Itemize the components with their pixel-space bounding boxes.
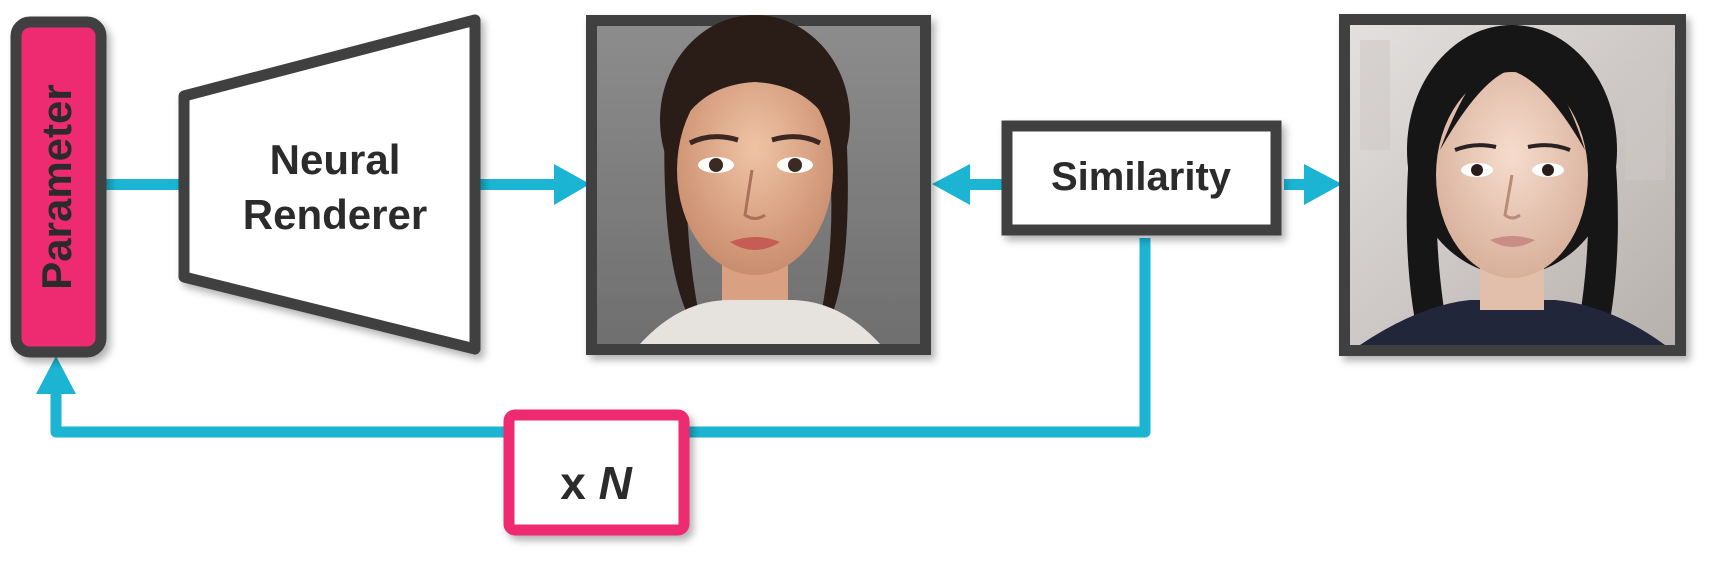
parameter-box bbox=[10, 16, 107, 358]
neural-renderer-block bbox=[178, 14, 481, 355]
rendered-face-image bbox=[586, 15, 931, 355]
similarity-to-render-line bbox=[967, 179, 1003, 190]
iteration-label: x N bbox=[560, 457, 632, 509]
renderer-to-image-line bbox=[478, 179, 558, 190]
similarity-to-target-arrow-head bbox=[1304, 164, 1342, 205]
iteration-prefix: x bbox=[560, 457, 598, 509]
similarity-box bbox=[1001, 120, 1282, 236]
iteration-box bbox=[503, 409, 690, 536]
param-to-renderer-line bbox=[98, 179, 183, 190]
renderer-label-line1: Neural bbox=[270, 136, 401, 183]
parameter-label: Parameter bbox=[33, 84, 80, 289]
similarity-to-render-arrow-head bbox=[932, 164, 970, 205]
target-photo-face-image bbox=[1339, 14, 1686, 356]
similarity-to-target-line bbox=[1284, 179, 1314, 190]
feedback-arrow-head bbox=[36, 356, 76, 394]
renderer-to-image-arrow-head bbox=[554, 164, 590, 205]
similarity-label: Similarity bbox=[1051, 155, 1232, 199]
iteration-variable: N bbox=[599, 457, 633, 509]
renderer-label-line2: Renderer bbox=[243, 191, 427, 238]
